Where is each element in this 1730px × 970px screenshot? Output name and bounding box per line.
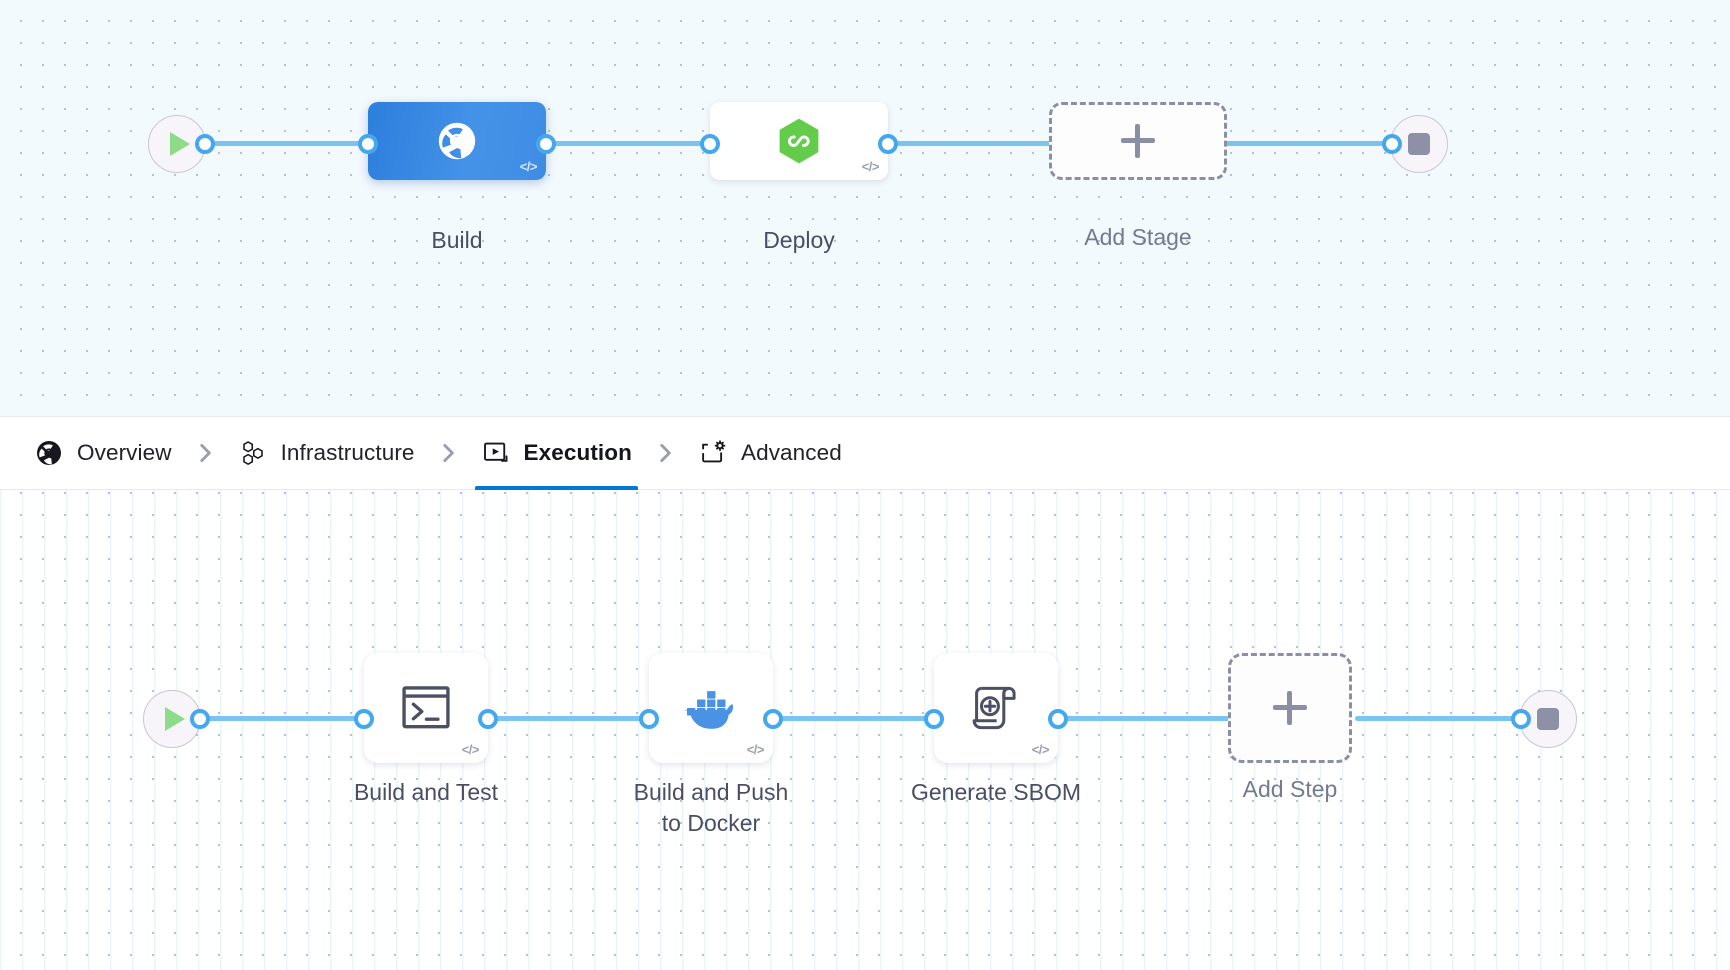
docker-whale-icon <box>684 691 734 729</box>
edge-build-to-deploy <box>545 141 710 146</box>
code-badge: </> <box>1031 742 1050 757</box>
play-icon <box>170 132 190 156</box>
add-stage-label: Add Stage <box>1084 224 1192 250</box>
add-step-label: Add Step <box>1242 776 1338 802</box>
tab-label: Execution <box>523 440 632 465</box>
harness-ci-icon <box>438 122 476 160</box>
add-step-button[interactable] <box>1228 653 1352 763</box>
tab-label: Overview <box>77 440 172 465</box>
port-sbom-in[interactable] <box>924 709 944 729</box>
hexagons-icon <box>242 441 263 466</box>
step-label-build-and-push-to-docker: Build and Push to Docker <box>633 779 789 836</box>
terminal-icon <box>402 686 450 729</box>
stop-icon <box>1408 133 1430 155</box>
port-start-out[interactable] <box>195 134 215 154</box>
step-node-build-and-push-to-docker[interactable]: </> <box>649 653 773 763</box>
edge-start-to-build-test <box>200 716 370 721</box>
edge-docker-to-sbom <box>770 716 940 721</box>
code-badge: </> <box>519 159 538 174</box>
stage-node-deploy[interactable]: </> <box>710 102 888 180</box>
step-node-generate-sbom[interactable]: </> <box>934 653 1058 763</box>
step-label-build-and-test: Build and Test <box>353 779 499 805</box>
tab-advanced[interactable]: Advanced <box>692 416 848 490</box>
step-node-build-and-test[interactable]: </> <box>364 653 488 763</box>
code-badge: </> <box>746 742 765 757</box>
stop-icon <box>1537 708 1559 730</box>
port-exec-end-in[interactable] <box>1511 709 1531 729</box>
port-docker-out[interactable] <box>763 709 783 729</box>
stage-label-build: Build <box>431 227 483 253</box>
edge-start-to-build <box>205 141 365 146</box>
plus-icon <box>1121 124 1155 158</box>
code-badge: </> <box>461 742 480 757</box>
tab-overview[interactable]: Overview <box>28 416 178 490</box>
pipeline-end-node[interactable] <box>1390 115 1448 173</box>
port-docker-in[interactable] <box>639 709 659 729</box>
port-build-out[interactable] <box>536 134 556 154</box>
port-end-in[interactable] <box>1382 134 1402 154</box>
edge-add-step-to-end <box>1355 716 1520 721</box>
execution-steps-canvas[interactable]: </> Build and Test </> <box>0 490 1730 970</box>
port-exec-start-out[interactable] <box>190 709 210 729</box>
chevron-right-icon <box>421 440 475 466</box>
tab-infrastructure[interactable]: Infrastructure <box>232 416 421 490</box>
port-deploy-out[interactable] <box>878 134 898 154</box>
chevron-right-icon <box>178 440 232 466</box>
harness-cd-hexagon-icon <box>779 118 819 164</box>
sbom-scroll-icon <box>972 686 1016 730</box>
stage-node-build[interactable]: </> <box>368 102 546 180</box>
stage-config-tabbar: Overview Infrastructure Execution <box>0 416 1730 490</box>
plus-icon <box>1273 691 1307 725</box>
chevron-right-icon <box>638 440 692 466</box>
advanced-gear-box-icon <box>702 440 726 463</box>
add-stage-button[interactable] <box>1049 102 1227 180</box>
edge-sbom-to-add-step <box>1055 716 1235 721</box>
port-sbom-out[interactable] <box>1048 709 1068 729</box>
port-build-test-in[interactable] <box>354 709 374 729</box>
port-build-in[interactable] <box>358 134 378 154</box>
edge-deploy-to-add <box>880 141 1060 146</box>
play-icon <box>165 707 185 731</box>
step-label-generate-sbom: Generate SBOM <box>910 779 1082 805</box>
pipeline-start-node[interactable] <box>148 115 206 173</box>
code-badge: </> <box>861 159 880 174</box>
port-build-test-out[interactable] <box>478 709 498 729</box>
tab-execution[interactable]: Execution <box>474 416 639 490</box>
port-deploy-in[interactable] <box>700 134 720 154</box>
edge-build-test-to-docker <box>485 716 655 721</box>
harness-overview-icon <box>37 441 61 465</box>
stage-canvas[interactable]: </> Build </> Deploy Add Stage <box>0 0 1730 416</box>
tab-label: Advanced <box>740 440 842 465</box>
execution-play-box-icon <box>483 442 507 462</box>
edge-add-to-end <box>1220 141 1410 146</box>
stage-label-deploy: Deploy <box>763 227 835 253</box>
tab-label: Infrastructure <box>280 440 415 465</box>
